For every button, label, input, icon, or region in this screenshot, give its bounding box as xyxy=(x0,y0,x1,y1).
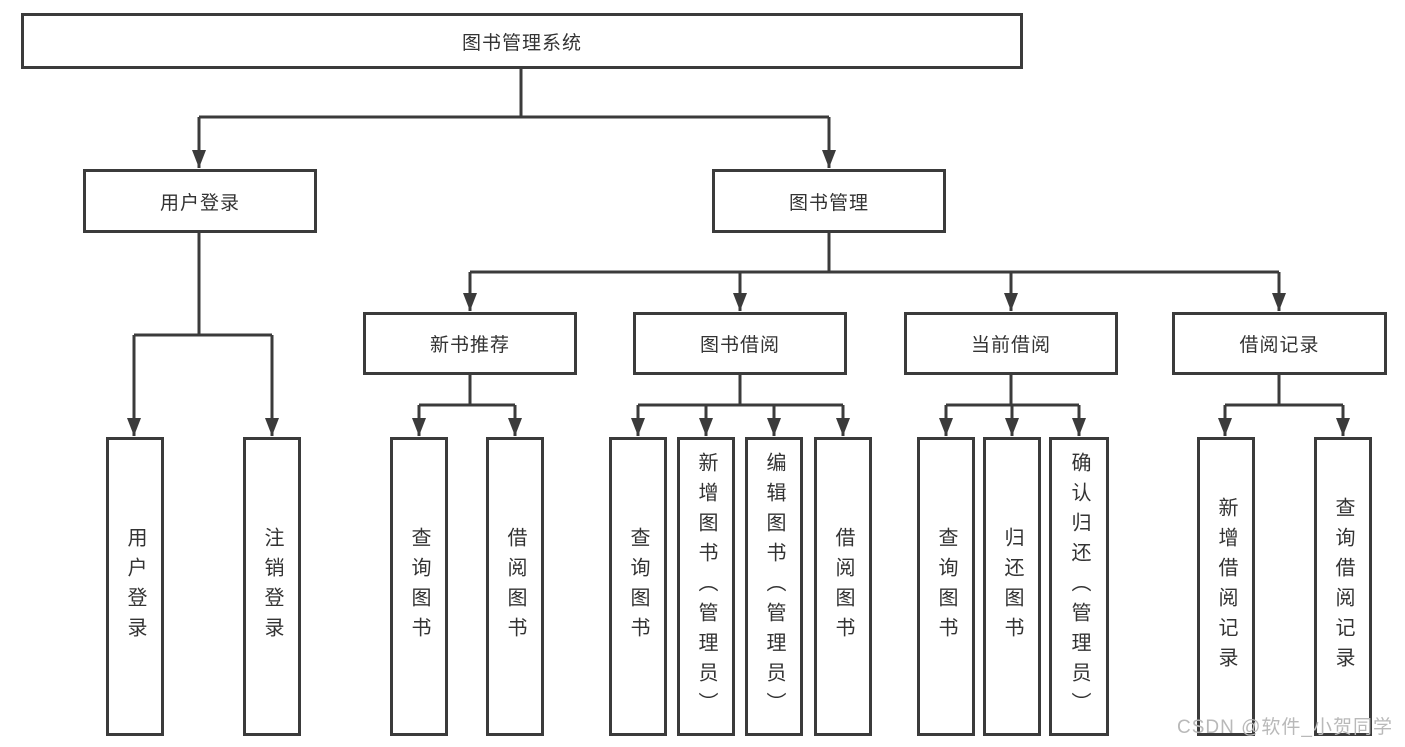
node-new-book-recommend: 新书推荐 xyxy=(363,312,577,375)
leaf-label: 新增图书（管理员） xyxy=(695,451,717,722)
leaf-label: 确认归还（管理员） xyxy=(1068,451,1090,722)
leaf-label: 归还图书 xyxy=(1001,526,1023,647)
leaf-query-books-1: 查询图书 xyxy=(390,437,448,736)
leaf-borrow-books-2: 借阅图书 xyxy=(814,437,872,736)
leaf-label: 查询图书 xyxy=(627,526,649,647)
node-borrowing-records: 借阅记录 xyxy=(1172,312,1387,375)
leaf-label: 查询图书 xyxy=(408,526,430,647)
leaf-label: 查询图书 xyxy=(935,526,957,647)
leaf-label: 编辑图书（管理员） xyxy=(763,451,785,722)
leaf-return-books: 归还图书 xyxy=(983,437,1041,736)
leaf-label: 新增借阅记录 xyxy=(1215,496,1237,677)
leaf-edit-books-admin: 编辑图书（管理员） xyxy=(745,437,803,736)
leaf-borrow-books-1: 借阅图书 xyxy=(486,437,544,736)
leaf-label: 用户登录 xyxy=(124,526,146,647)
node-book-management: 图书管理 xyxy=(712,169,946,233)
leaf-label: 借阅图书 xyxy=(832,526,854,647)
leaf-confirm-return-admin: 确认归还（管理员） xyxy=(1049,437,1109,736)
leaf-query-books-2: 查询图书 xyxy=(609,437,667,736)
leaf-add-books-admin: 新增图书（管理员） xyxy=(677,437,735,736)
leaf-label: 查询借阅记录 xyxy=(1332,496,1354,677)
leaf-label: 借阅图书 xyxy=(504,526,526,647)
leaf-user-login: 用户登录 xyxy=(106,437,164,736)
node-current-borrowing: 当前借阅 xyxy=(904,312,1118,375)
leaf-query-borrow-record: 查询借阅记录 xyxy=(1314,437,1372,736)
node-user-login: 用户登录 xyxy=(83,169,317,233)
leaf-query-books-3: 查询图书 xyxy=(917,437,975,736)
leaf-logout: 注销登录 xyxy=(243,437,301,736)
leaf-add-borrow-record: 新增借阅记录 xyxy=(1197,437,1255,736)
node-book-borrowing: 图书借阅 xyxy=(633,312,847,375)
leaf-label: 注销登录 xyxy=(261,526,283,647)
node-root-system: 图书管理系统 xyxy=(21,13,1023,69)
csdn-watermark: CSDN @软件_小贺同学 xyxy=(1177,717,1393,738)
